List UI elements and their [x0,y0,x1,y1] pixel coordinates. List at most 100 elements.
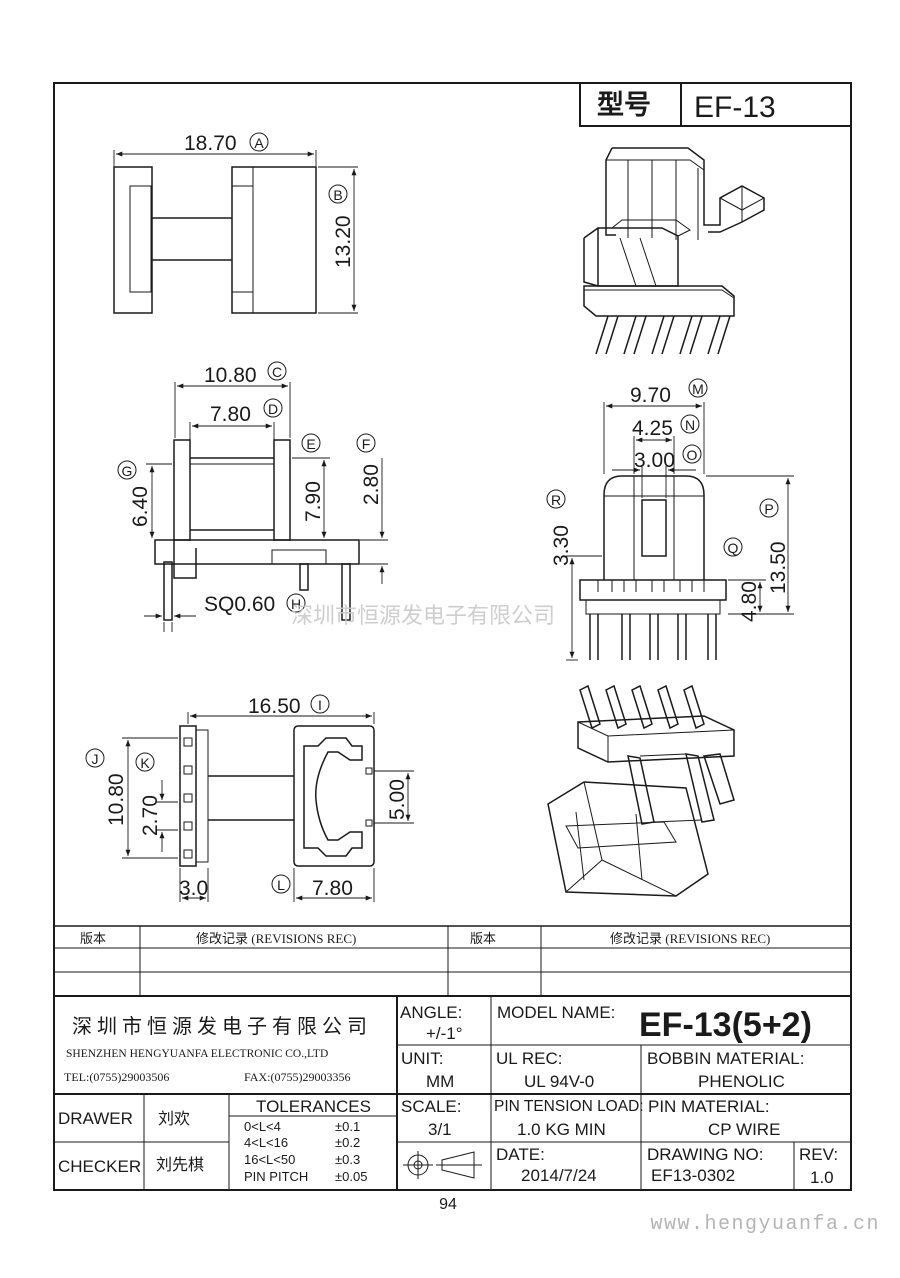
mark-h: H [291,596,301,612]
mark-e: E [306,436,315,452]
bobbin-label: BOBBIN MATERIAL: [647,1049,804,1068]
top-view-bottom-left: 16.50 I J 10.80 K 2.70 5.00 3.0 L 7.80 [85,694,414,902]
tol-value-1: ±0.1 [335,1119,360,1134]
dim-m: 9.70 [630,384,671,407]
mark-c-circle [267,361,287,381]
mark-e-circle [301,433,321,453]
dim-f: 2.80 [360,464,383,505]
mark-f-circle [356,433,376,453]
rev-col-version-1: 版本 [80,931,106,946]
pin-tension-value: 1.0 KG MIN [517,1120,606,1139]
mark-q-circle [723,537,743,557]
rev-col-version-2: 版本 [470,931,496,946]
dim-a: 18.70 [184,132,237,155]
pin-tension-label: PIN TENSION LOAD: [494,1098,644,1115]
ul-label: UL REC: [496,1049,562,1068]
projection-symbol-icon [403,1151,482,1179]
dim-q: 4.80 [738,581,761,622]
dim-p: 13.50 [767,541,790,594]
company-name-en: SHENZHEN HENGYUANFA ELECTRONIC CO.,LTD [66,1048,328,1060]
dim-n: 4.25 [632,417,673,440]
mark-r: R [551,492,561,508]
tolerances-label: TOLERANCES [256,1097,371,1116]
end-view-middle-right: 9.70 M 4.25 N 3.00 O R 3.30 P 13.50 [546,378,794,661]
mark-j-circle [85,748,105,768]
tol-value-2: ±0.2 [335,1135,360,1150]
mark-o-circle [682,444,702,464]
mark-i: I [318,697,322,713]
mark-f: F [362,436,371,452]
front-view-middle-left: 10.80 C 7.80 D E 7.90 F 2.80 G 6.40 [117,361,388,632]
dim-l1: 3.0 [179,877,208,900]
mark-n-circle [680,414,700,434]
mark-b: B [333,187,342,203]
mark-a: A [254,135,264,151]
type-value: EF-13 [694,91,776,124]
dim-g: 6.40 [129,486,152,527]
mark-q: Q [728,540,739,556]
page-number: 94 [439,1196,457,1213]
company-tel: TEL:(0755)29003506 [64,1070,169,1084]
revisions-table: 版本 修改记录 (REVISIONS REC) 版本 修改记录 (REVISIO… [54,925,851,997]
tol-value-4: ±0.05 [335,1169,367,1184]
tol-range-3: 16<L<50 [244,1152,295,1167]
type-label: 型号 [597,90,651,120]
mark-p: P [764,501,773,517]
tol-range-2: 4<L<16 [244,1135,288,1150]
mark-k-circle [135,752,155,772]
dim-d: 7.80 [210,403,251,426]
rev-value: 1.0 [810,1168,834,1187]
dim-l2: 7.80 [312,877,353,900]
mark-m: M [692,381,704,397]
drawing-no-value: EF13-0302 [651,1166,735,1185]
dim-r: 3.30 [550,525,573,566]
mark-i-circle [310,694,330,714]
iso-view-bottom-right [547,684,735,897]
mark-l-circle [271,874,291,894]
unit-value: MM [426,1072,454,1091]
dim-b: 13.20 [332,215,355,268]
dim-j: 10.80 [105,773,128,826]
title-block: 深圳市恒源发电子有限公司 SHENZHEN HENGYUANFA ELECTRO… [54,996,851,1190]
checker-label: CHECKER [58,1157,141,1176]
dim-h: SQ0.60 [204,593,275,616]
date-value: 2014/7/24 [521,1166,597,1185]
mark-o: O [687,447,698,463]
ul-value: UL 94V-0 [524,1072,594,1091]
side-view-top-left: 18.70 A B 13.20 [113,132,358,314]
bobbin-value: PHENOLIC [698,1072,785,1091]
drawing-no-label: DRAWING NO: [647,1145,763,1164]
company-name-cn: 深圳市恒源发电子有限公司 [72,1015,372,1038]
mark-h-circle [286,593,306,613]
scale-value: 3/1 [428,1120,452,1139]
angle-label: ANGLE: [400,1003,462,1022]
mark-p-circle [759,498,779,518]
drawer-label: DRAWER [58,1109,133,1128]
tol-value-3: ±0.3 [335,1152,360,1167]
mark-d: D [268,401,278,417]
mark-b-circle [328,184,348,204]
date-label: DATE: [496,1145,545,1164]
tol-range-1: 0<L<4 [244,1119,281,1134]
dim-k: 2.70 [139,795,162,836]
mark-m-circle [688,378,708,398]
mark-j: J [92,751,99,767]
mark-l: L [277,877,285,893]
dim-e: 7.90 [302,481,325,522]
watermark: 深圳市恒源发电子有限公司 [291,603,555,628]
dim-o: 3.00 [634,449,675,472]
rev-label: REV: [799,1145,838,1164]
type-header-box: 型号 EF-13 [579,82,852,127]
pin-material-value: CP WIRE [708,1120,780,1139]
footer-url: www.hengyuanfa.cn [650,1213,880,1236]
model-label: MODEL NAME: [497,1003,615,1022]
mark-g-circle [117,460,137,480]
tol-range-4: PIN PITCH [244,1169,308,1184]
mark-k: K [140,755,150,771]
dim-c: 10.80 [204,364,257,387]
rev-col-record-2: 修改记录 (REVISIONS REC) [610,931,770,946]
angle-value: +/-1° [426,1024,463,1043]
sheet-border [53,82,852,1191]
company-fax: FAX:(0755)29003356 [244,1070,350,1084]
